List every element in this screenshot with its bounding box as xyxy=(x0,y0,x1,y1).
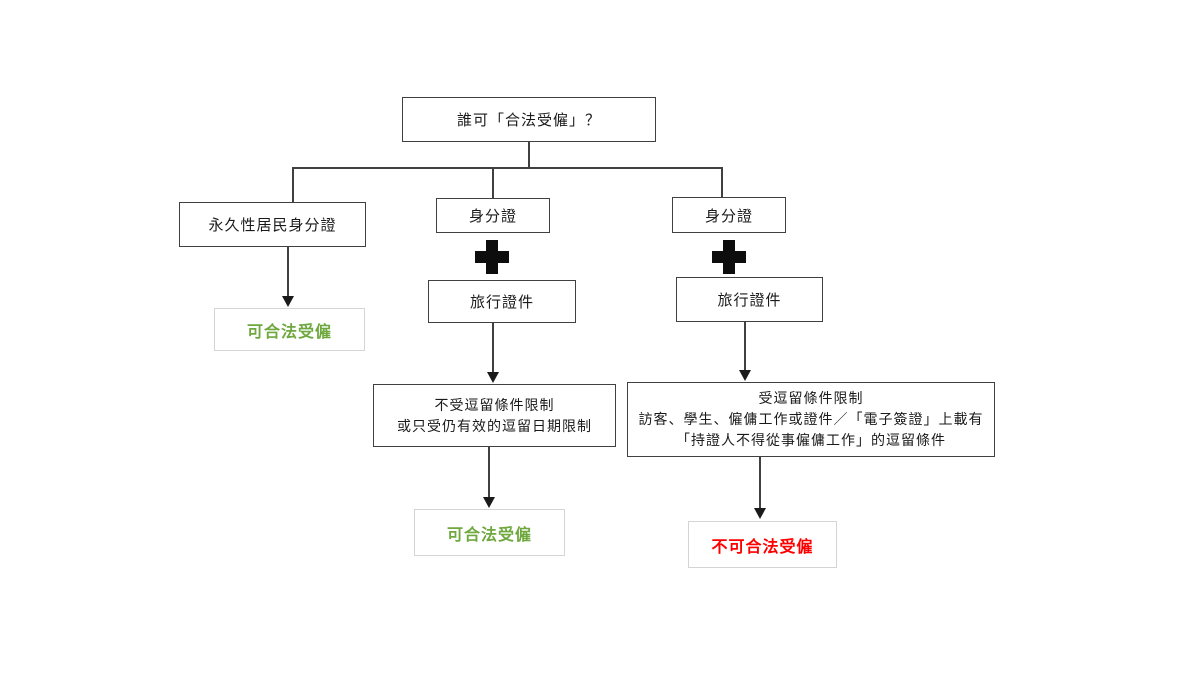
right-id-label: 身分證 xyxy=(704,207,753,225)
right-travel-label: 旅行證件 xyxy=(717,292,782,309)
arrow-middle-upper-line xyxy=(492,323,494,372)
permanent-result-box: 可合法受僱 xyxy=(214,308,365,351)
arrow-down-icon xyxy=(483,497,495,508)
middle-result-label: 可合法受僱 xyxy=(446,526,532,544)
arrow-middle-lower-line xyxy=(488,447,490,497)
middle-travel-box: 旅行證件 xyxy=(428,280,576,323)
arrow-right-lower-line xyxy=(759,457,761,508)
middle-condition-line-1: 不受逗留條件限制 xyxy=(434,396,555,413)
root-question-label: 誰可「合法受僱」？ xyxy=(456,112,601,129)
right-id-box: 身分證 xyxy=(672,197,786,233)
right-condition-line-3: 「持證人不得從事僱傭工作」的逗留條件 xyxy=(676,432,946,448)
connector-drop-left xyxy=(292,167,294,202)
right-condition-box: 受逗留條件限制 訪客、學生、僱傭工作或證件／「電子簽證」上載有 「持證人不得從事… xyxy=(627,382,995,457)
connector-drop-middle xyxy=(492,167,494,198)
middle-condition-box: 不受逗留條件限制 或只受仍有效的逗留日期限制 xyxy=(373,384,616,447)
arrow-down-icon xyxy=(487,372,499,383)
middle-id-box: 身分證 xyxy=(436,198,550,233)
arrow-down-icon xyxy=(739,370,751,381)
arrow-down-icon xyxy=(282,296,294,307)
right-result-box: 不可合法受僱 xyxy=(688,521,837,568)
arrow-permanent-line xyxy=(287,247,289,296)
right-result-label: 不可合法受僱 xyxy=(711,538,814,556)
right-travel-box: 旅行證件 xyxy=(676,277,823,322)
middle-condition-line-2: 或只受仍有效的逗留日期限制 xyxy=(397,417,592,434)
permanent-result-label: 可合法受僱 xyxy=(246,323,332,341)
arrow-down-icon xyxy=(754,508,766,519)
middle-id-label: 身分證 xyxy=(468,208,517,225)
right-condition-line-2: 訪客、學生、僱傭工作或證件／「電子簽證」上載有 xyxy=(638,411,984,427)
permanent-id-label: 永久性居民身分證 xyxy=(208,217,337,234)
arrow-right-upper-line xyxy=(744,322,746,370)
plus-icon xyxy=(475,240,509,274)
connector-drop-right xyxy=(721,167,723,197)
permanent-id-box: 永久性居民身分證 xyxy=(179,202,366,247)
connector-root-vertical xyxy=(528,141,530,168)
right-condition-line-1: 受逗留條件限制 xyxy=(758,390,864,406)
middle-travel-label: 旅行證件 xyxy=(469,294,534,311)
connector-branch-horizontal xyxy=(292,167,723,169)
middle-result-box: 可合法受僱 xyxy=(414,509,565,556)
root-question-box: 誰可「合法受僱」？ xyxy=(402,97,656,142)
plus-icon xyxy=(712,240,746,274)
